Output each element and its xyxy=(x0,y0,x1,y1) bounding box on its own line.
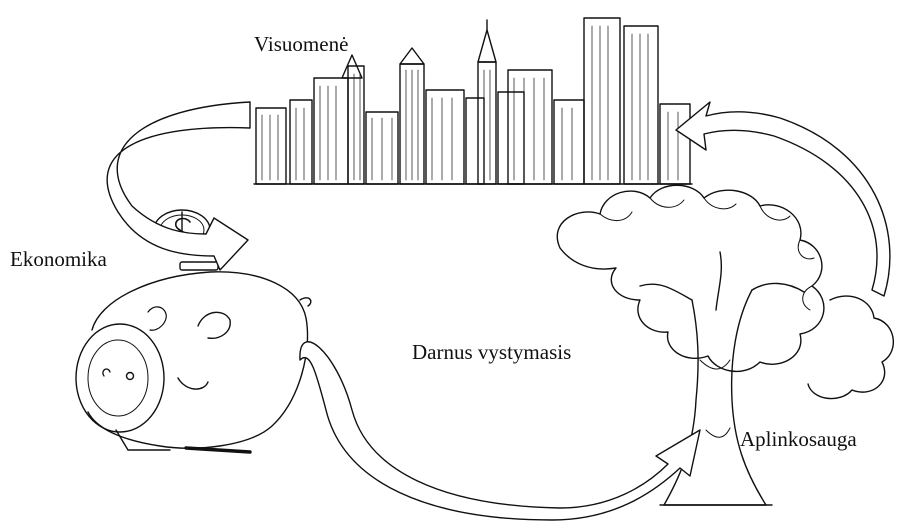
label-economy: Ekonomika xyxy=(10,247,107,272)
label-society: Visuomenė xyxy=(254,32,348,57)
label-environment: Aplinkosauga xyxy=(740,427,857,452)
flow-arrow-economy-to-environment xyxy=(300,342,700,520)
flow-arrow-society-to-economy xyxy=(107,102,250,270)
label-sustainable-development: Darnus vystymasis xyxy=(412,340,571,365)
tree-icon xyxy=(557,185,893,505)
piggy-bank-icon xyxy=(76,262,311,452)
flow-arrow-environment-to-society xyxy=(676,102,890,296)
